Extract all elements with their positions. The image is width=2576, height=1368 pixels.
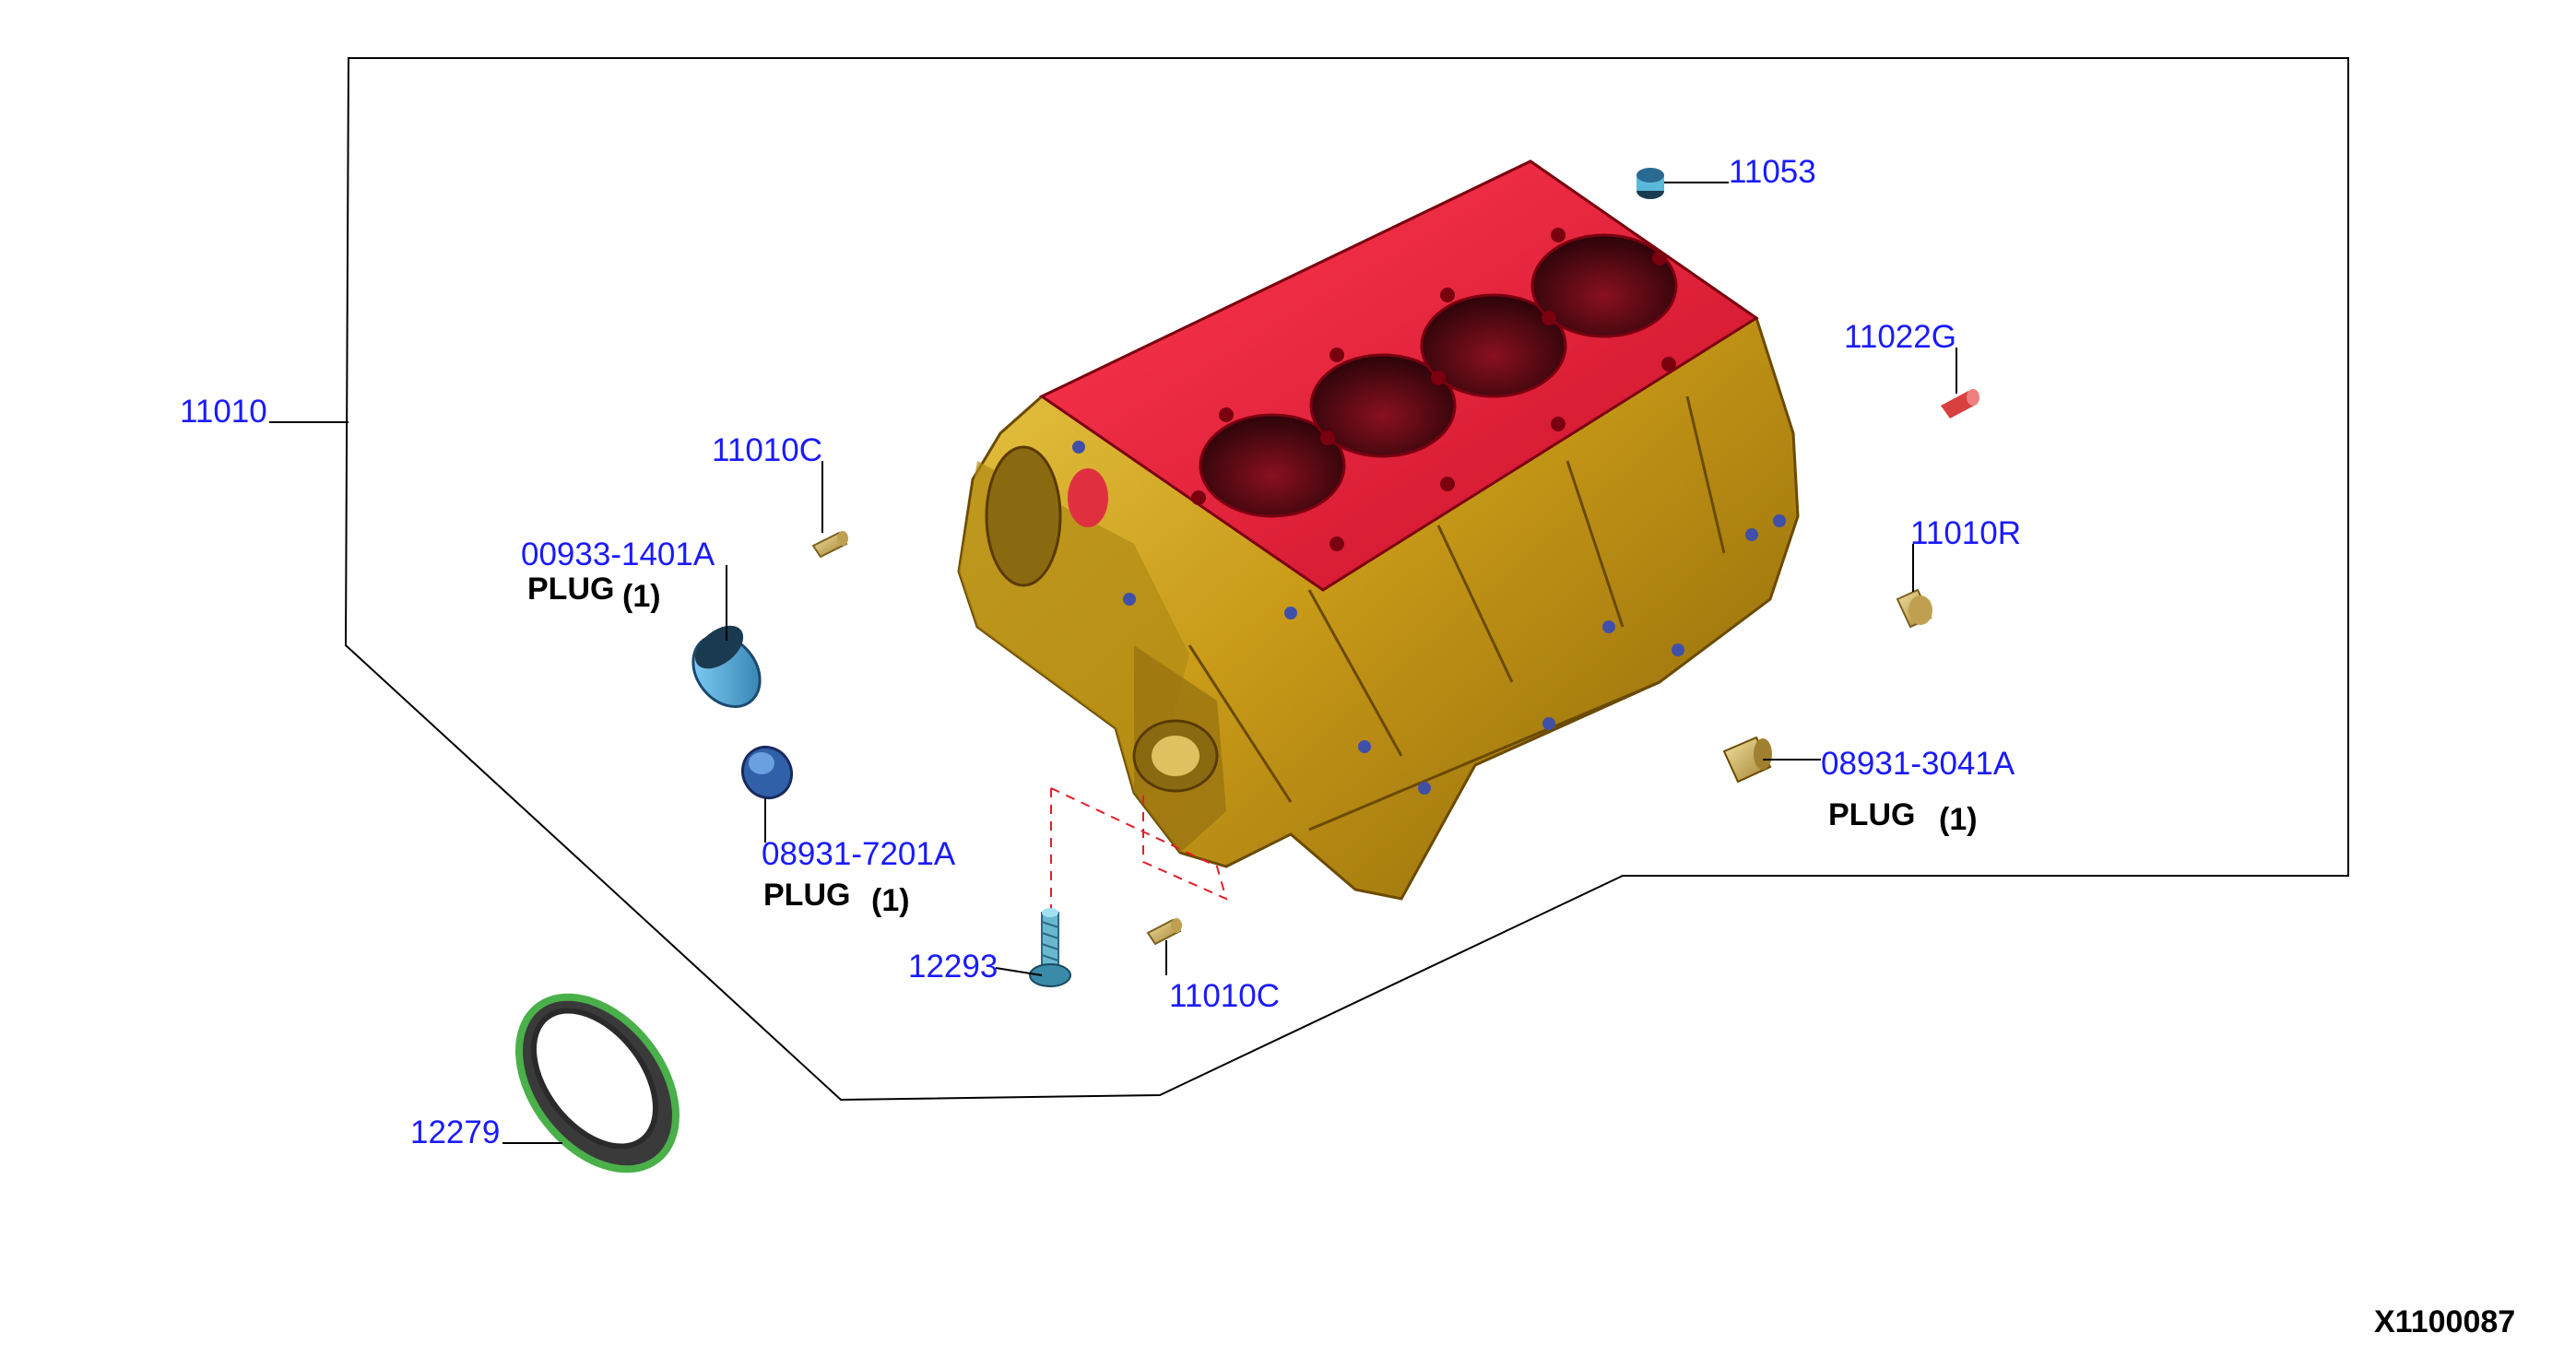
qty-08931-3041: (1) bbox=[1939, 802, 1978, 837]
cylinder-block-illustration[interactable]: engine-block-icon bbox=[957, 159, 1800, 901]
bolt-icon[interactable] bbox=[1029, 908, 1071, 987]
callout-11010c-top[interactable]: 11010C bbox=[712, 432, 822, 468]
diagram-reference-id: X1100087 bbox=[2374, 1304, 2515, 1339]
callout-08931-3041a[interactable]: 08931-3041A bbox=[1821, 746, 2015, 782]
plug-label-00933: PLUG bbox=[527, 572, 614, 607]
dowel-pin-icon[interactable] bbox=[1146, 918, 1182, 946]
qty-00933: (1) bbox=[622, 579, 661, 614]
plug-label-08931-3041: PLUG bbox=[1828, 797, 1915, 832]
callout-12293[interactable]: 12293 bbox=[908, 949, 998, 985]
dowel-pin-icon[interactable] bbox=[1941, 389, 1979, 419]
oil-seal-icon[interactable] bbox=[487, 967, 708, 1199]
plug-icon[interactable] bbox=[1722, 736, 1772, 784]
callout-11010r[interactable]: 11010R bbox=[1910, 515, 2021, 551]
callout-12279[interactable]: 12279 bbox=[410, 1114, 500, 1150]
plug-label-08931-7201: PLUG bbox=[763, 878, 850, 913]
dowel-pin-icon[interactable] bbox=[811, 531, 848, 559]
group-frame bbox=[344, 57, 2349, 1102]
callout-00933-1401a[interactable]: 00933-1401A bbox=[521, 537, 715, 572]
plug-icon[interactable] bbox=[733, 738, 800, 807]
qty-08931-7201: (1) bbox=[871, 883, 910, 918]
callout-11022g[interactable]: 11022G bbox=[1844, 319, 1956, 355]
plug-icon[interactable] bbox=[679, 617, 774, 719]
dowel-pin-icon[interactable] bbox=[1896, 588, 1932, 629]
plug-icon[interactable] bbox=[1637, 168, 1664, 199]
callout-11010c-bottom[interactable]: 11010C bbox=[1169, 978, 1280, 1014]
callout-11010[interactable]: 11010 bbox=[180, 394, 267, 430]
callout-08931-7201a[interactable]: 08931-7201A bbox=[762, 836, 956, 872]
callout-11053[interactable]: 11053 bbox=[1729, 154, 1816, 190]
